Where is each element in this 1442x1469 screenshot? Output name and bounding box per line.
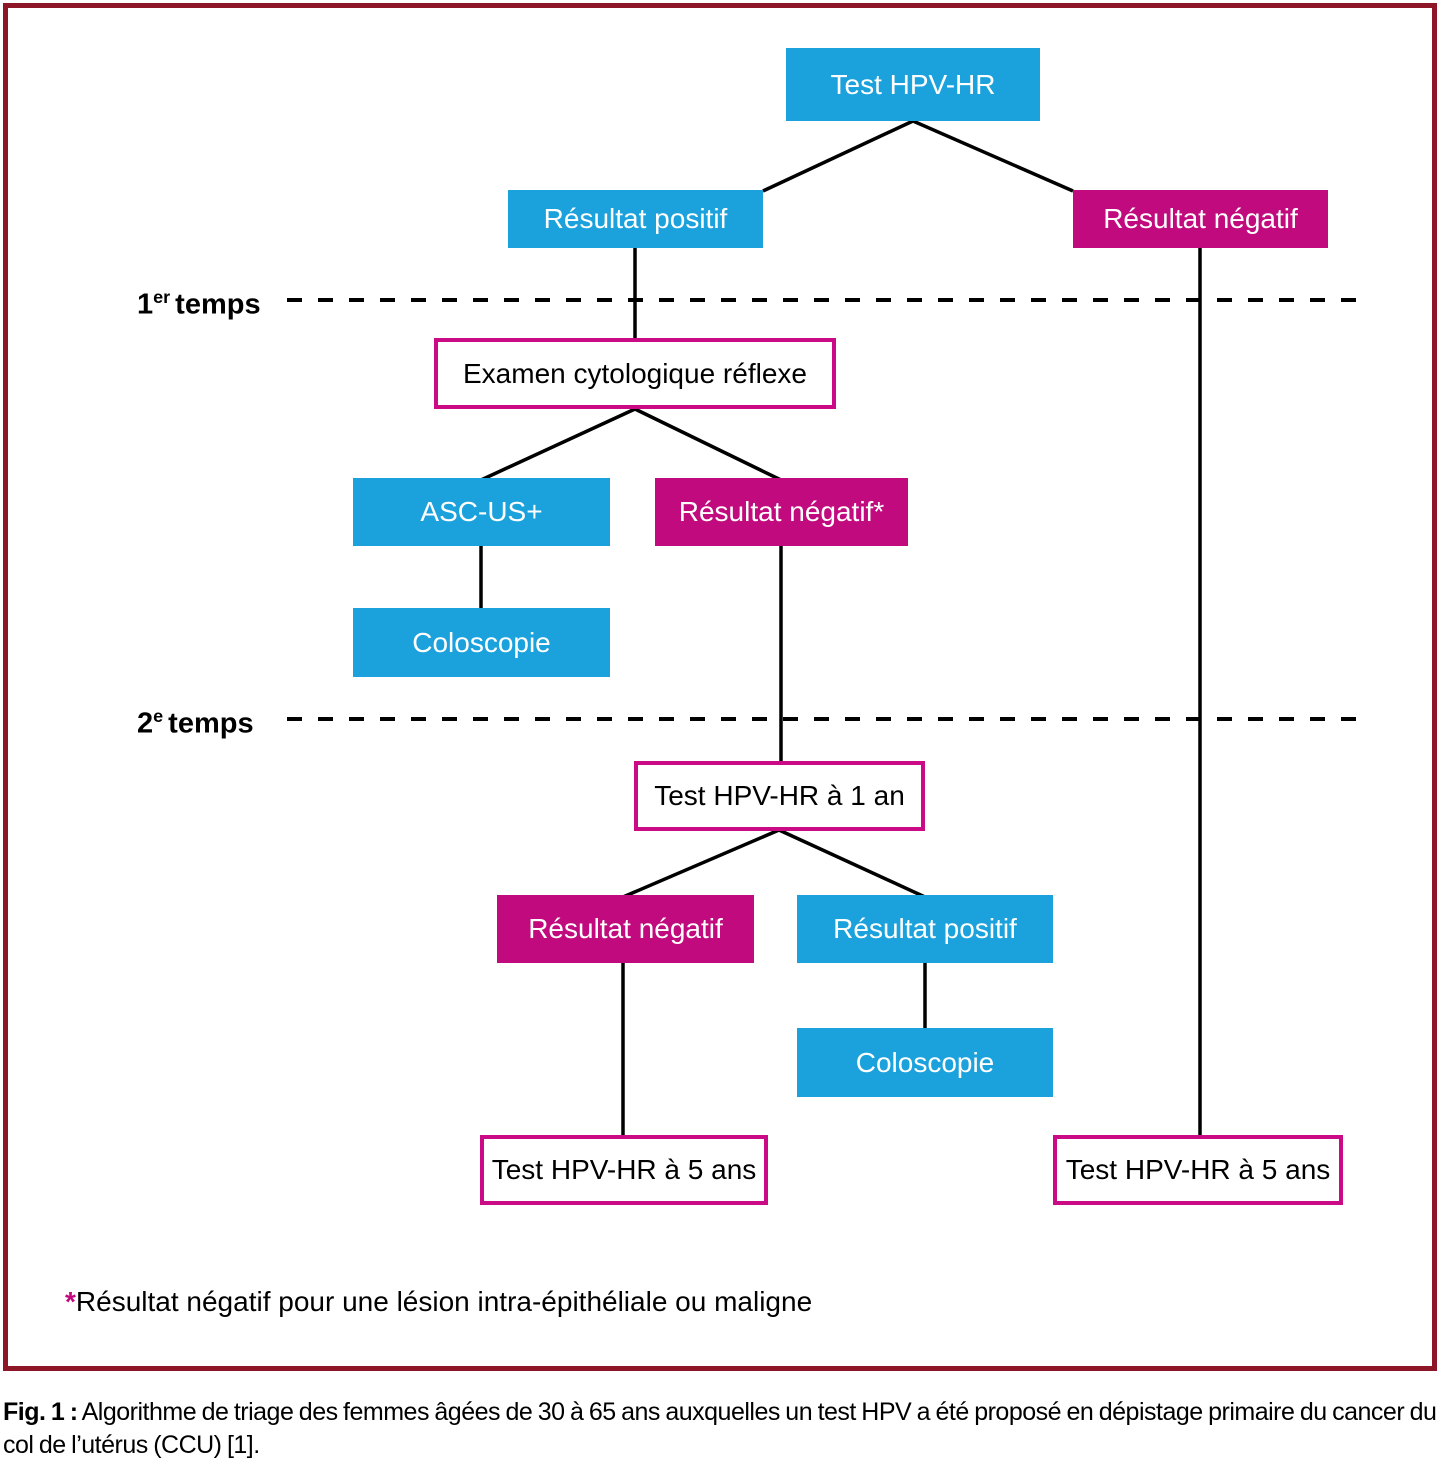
second-stage-word: temps [168,707,254,740]
line-top-to-negative [912,119,1074,193]
figure-frame-border [3,3,1437,1371]
first-stage-number: 1 [137,288,154,321]
node-test-hpv-hr: Test HPV-HR [786,48,1040,121]
node-colposcopy-1: Coloscopie [353,608,610,677]
node-test-hpv-1yr: Test HPV-HR à 1 an [634,761,925,831]
node-result-positive-2: Résultat positif [797,895,1053,963]
second-stage-sup: e [153,706,164,726]
line-exam-to-ascus [480,407,636,482]
first-stage-word: temps [175,288,261,321]
footnote: *Résultat négatif pour une lésion intra-… [65,1286,812,1318]
line-top-to-positive [762,119,914,193]
figure-caption-label: Fig. 1 : [3,1398,78,1426]
second-stage-number: 2 [137,707,154,740]
node-result-negative-1: Résultat négatif [1073,190,1328,248]
line-1yr-to-positive [778,828,926,899]
node-colposcopy-2: Coloscopie [797,1028,1053,1097]
figure-caption: Fig. 1 : Algorithme de triage des femmes… [3,1396,1439,1462]
footnote-text: Résultat négatif pour une lésion intra-é… [75,1286,813,1317]
node-test-hpv-5yr-left: Test HPV-HR à 5 ans [480,1135,768,1205]
first-stage-sup: er [153,287,171,307]
node-asc-us: ASC-US+ [353,478,610,546]
node-cytology-exam: Examen cytologique réflexe [434,338,836,409]
node-result-negative-starred: Résultat négatif* [655,478,908,546]
footnote-asterisk: * [65,1286,76,1317]
node-test-hpv-5yr-right: Test HPV-HR à 5 ans [1053,1135,1343,1205]
node-result-negative-2: Résultat négatif [497,895,754,963]
line-1yr-to-negative [622,828,780,899]
node-result-positive-1: Résultat positif [508,190,763,248]
line-exam-to-negative [634,407,782,482]
figure-caption-text: Algorithme de triage des femmes âgées de… [3,1398,1437,1459]
